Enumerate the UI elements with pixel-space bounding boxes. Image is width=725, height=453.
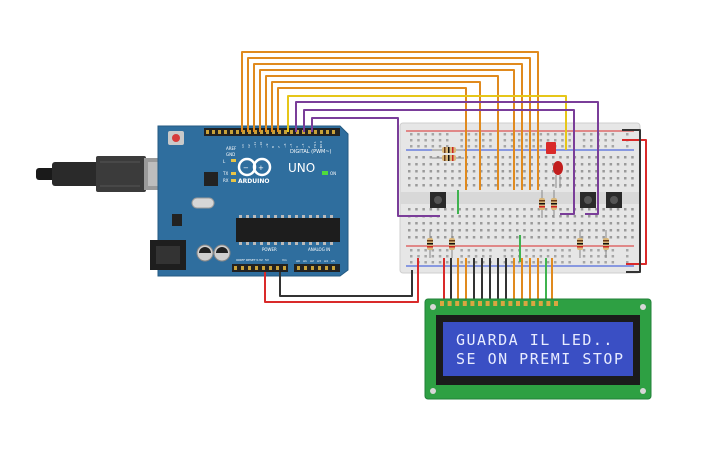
on-label: ON [330,171,336,176]
digital-pin-label: 2 [307,146,311,148]
analog-pin-label: A4 [324,259,328,263]
lcd-line-1: GUARDA IL LED.. [456,331,614,349]
l-label: L [223,159,226,164]
vin-label: Vin [282,258,287,262]
resistor [551,190,557,218]
digital-pin-label: 8 [271,146,275,148]
v5-label: 5V [265,258,270,262]
components [427,142,622,258]
aref-label: AREF [226,146,237,151]
resistor [449,230,455,258]
resistor [577,230,583,258]
digital-pin-label: 12 [247,144,251,148]
resistor [427,230,433,258]
digital-pin-label: RX 0 [319,141,323,148]
push-button-1[interactable] [430,192,446,208]
analog-pin-label: A3 [317,259,321,263]
red-led [553,161,563,188]
crystal [191,197,215,209]
digital-pin-label: TX 1 [313,141,317,149]
analog-pin-label: A1 [303,259,307,263]
svg-text:+: + [258,164,264,172]
digital-pin-label: ~9 [265,143,269,148]
digital-pin-label: ~5 [289,143,293,148]
digital-pin-label: 4 [295,146,299,148]
lcd-screen [443,322,633,376]
ioref-label: IOREF [236,258,245,262]
gnd-label: GND [226,152,235,157]
push-button-2[interactable] [580,192,596,208]
v33-label: 3.3V [256,258,264,262]
digital-pin-label: 13 [241,144,245,148]
digital-pin-label: ~3 [301,143,305,148]
digital-pin-label: 7 [277,146,281,148]
lcd-line-2: SE ON PREMI STOP [456,350,625,368]
analog-pin-label: A5 [331,259,335,263]
atmega-chip [236,218,340,242]
potentiometer[interactable] [546,142,556,154]
power-label: POWER [262,247,277,252]
push-button-3[interactable] [606,192,622,208]
analog-header [294,264,340,272]
resistor [539,190,545,218]
resistor [432,155,464,161]
digital-pin-label: ~6 [283,143,287,148]
analog-label: ANALOG IN [308,247,330,252]
digital-pin-label: ~11 [253,142,257,148]
analog-pin-label: A0 [296,259,300,263]
analog-pin-label: A2 [310,259,314,263]
resistor [432,147,464,153]
svg-text:−: − [243,164,249,172]
wires [241,51,647,303]
rx-label: RX [223,178,229,183]
resistor [603,230,609,258]
power-header [232,264,288,272]
brand-label: ARDUINO [238,178,269,185]
model-label: UNO [288,161,315,175]
digital-label: DIGITAL (PWM~) [290,149,332,155]
tx-label: TX [222,171,228,176]
digital-pin-label: ~10 [259,142,263,148]
lcd-module: GUARDA IL LED.. SE ON PREMI STOP [424,298,652,400]
arduino-logo: − + [237,157,272,177]
on-led [322,171,328,175]
reset-pin-label: RESET [246,258,256,262]
